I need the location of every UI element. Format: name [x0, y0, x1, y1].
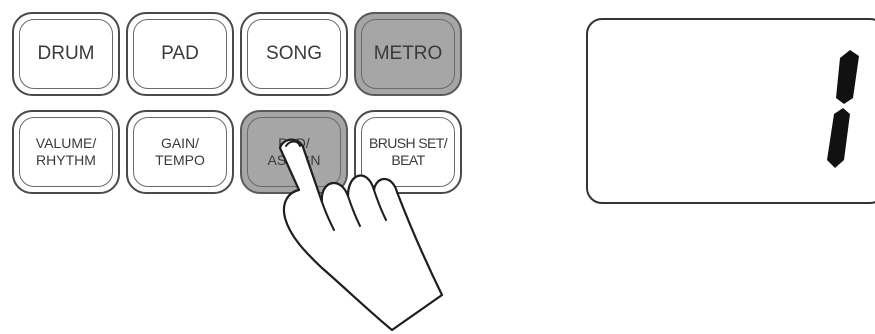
- metro-button[interactable]: METRO: [354, 12, 462, 96]
- volume-rhythm-button-face: VALUME/ RHYTHM: [19, 117, 113, 187]
- pointing-hand-icon: [278, 138, 444, 332]
- seven-segment-digit: [827, 50, 859, 168]
- brush-set-beat-button-face: BRUSH SET/ BEAT: [361, 117, 455, 187]
- metro-button-face: METRO: [361, 19, 455, 89]
- digit-segment-upper: [836, 50, 859, 104]
- lcd-display: [586, 18, 875, 204]
- gain-tempo-button[interactable]: GAIN/ TEMPO: [126, 110, 234, 194]
- song-button-face: SONG: [247, 19, 341, 89]
- metro-button-label: METRO: [373, 43, 443, 64]
- brush-set-beat-button[interactable]: BRUSH SET/ BEAT: [354, 110, 462, 194]
- song-button[interactable]: SONG: [240, 12, 348, 96]
- pad-button-face: PAD: [133, 19, 227, 89]
- gain-tempo-button-face: GAIN/ TEMPO: [133, 117, 227, 187]
- pad-button[interactable]: PAD: [126, 12, 234, 96]
- volume-rhythm-button-label: VALUME/ RHYTHM: [35, 135, 97, 168]
- volume-rhythm-button[interactable]: VALUME/ RHYTHM: [12, 110, 120, 194]
- drum-button[interactable]: DRUM: [12, 12, 120, 96]
- drum-button-face: DRUM: [19, 19, 113, 89]
- digit-segment-lower: [827, 108, 850, 168]
- drum-button-label: DRUM: [37, 43, 95, 64]
- pad-button-label: PAD: [161, 43, 199, 64]
- gain-tempo-button-label: GAIN/ TEMPO: [155, 135, 205, 168]
- brush-set-beat-button-label: BRUSH SET/ BEAT: [368, 135, 448, 168]
- song-button-label: SONG: [266, 43, 322, 64]
- keypad-panel: DRUM PAD SONG METRO VALUME/ RHYTHM GAIN/…: [12, 12, 462, 332]
